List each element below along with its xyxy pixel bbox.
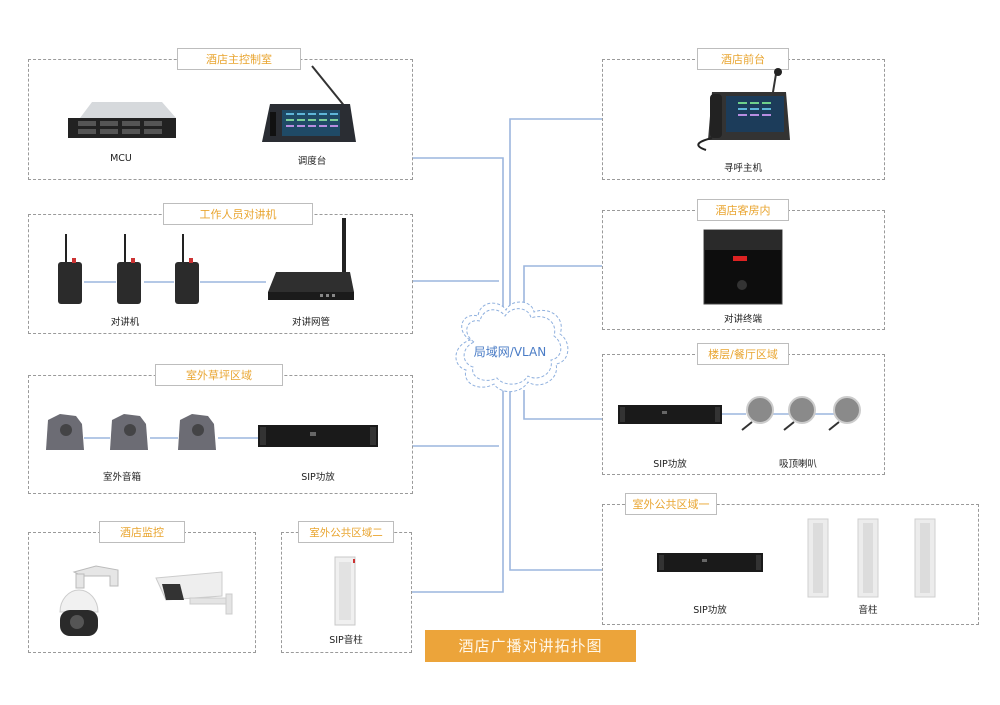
sip-amplifier-icon (258, 425, 378, 447)
column-speaker-icon (857, 518, 879, 598)
ceiling-speaker-icon (828, 396, 861, 431)
zone-title: 室外草坪区域 (155, 364, 283, 386)
link-outdoor-public-2 (411, 388, 504, 593)
device-label-paging: 寻呼主机 (723, 163, 763, 174)
device-label-amplifier: SIP功放 (653, 459, 687, 470)
sip-amplifier-icon (657, 553, 763, 572)
dome-camera-icon (59, 565, 119, 636)
zone-title: 酒店客房内 (697, 199, 789, 221)
link-outdoor-public-1 (509, 386, 602, 571)
network-label: 局域网/VLAN (473, 345, 547, 359)
zone-floor-restaurant: 楼层/餐厅区域 (602, 343, 885, 475)
zone-staff-radio: 工作人员对讲机 (28, 203, 413, 334)
rock-speaker-icon (178, 414, 216, 450)
link-floor-restaurant (523, 390, 602, 420)
walkie-talkie-icon (58, 234, 82, 304)
device-label-sip-column: SIP音柱 (329, 635, 363, 646)
sip-amplifier-icon (618, 405, 722, 424)
zone-title: 楼层/餐厅区域 (697, 343, 789, 365)
device-label-rock-speaker: 室外音箱 (102, 472, 142, 483)
zone-control-room: 酒店主控制室 (28, 48, 413, 180)
rock-speaker-icon (46, 414, 84, 450)
zone-title: 酒店前台 (697, 48, 789, 70)
zone-title: 室外公共区域二 (298, 521, 394, 543)
zone-monitoring: 酒店监控 (28, 521, 256, 653)
zone-outdoor-public-1: 室外公共区域一 (602, 493, 979, 625)
radio-gateway-icon (268, 218, 354, 300)
ceiling-speaker-icon (783, 396, 816, 431)
device-label-amplifier: SIP功放 (301, 472, 335, 483)
rock-speaker-icon (110, 414, 148, 450)
column-speaker-icon (914, 518, 936, 598)
zone-title: 工作人员对讲机 (163, 203, 313, 225)
device-label-gateway: 对讲网管 (291, 317, 331, 328)
device-label-dispatch: 调度台 (297, 156, 327, 167)
device-label-walkie: 对讲机 (110, 317, 140, 328)
link-control-room (412, 157, 504, 312)
link-guest-room (523, 265, 602, 308)
device-label-intercom: 对讲终端 (723, 314, 763, 325)
zone-title: 酒店主控制室 (177, 48, 301, 70)
zone-title: 酒店监控 (99, 521, 185, 543)
cloud-icon (455, 301, 569, 393)
link-front-desk (509, 118, 602, 312)
zone-outdoor-public-2: 室外公共区域二 (281, 521, 412, 653)
ceiling-speaker-icon (741, 396, 774, 431)
device-label-column-speaker: 音柱 (858, 605, 878, 616)
zone-guest-room: 酒店客房内 (602, 199, 885, 330)
walkie-talkie-icon (117, 234, 141, 304)
zone-title: 室外公共区域一 (625, 493, 717, 515)
zone-lawn: 室外草坪区域 (28, 364, 413, 494)
diagram-title-banner: 酒店广播对讲拓扑图 (425, 630, 636, 662)
column-speaker-icon (807, 518, 829, 598)
device-label-mcu: MCU (110, 153, 132, 164)
walkie-talkie-icon (175, 234, 199, 304)
zone-front-desk: 酒店前台 (602, 48, 885, 180)
device-label-amplifier: SIP功放 (693, 605, 727, 616)
bullet-camera-icon (155, 571, 233, 615)
device-label-ceiling-speaker: 吸顶喇叭 (778, 459, 818, 470)
